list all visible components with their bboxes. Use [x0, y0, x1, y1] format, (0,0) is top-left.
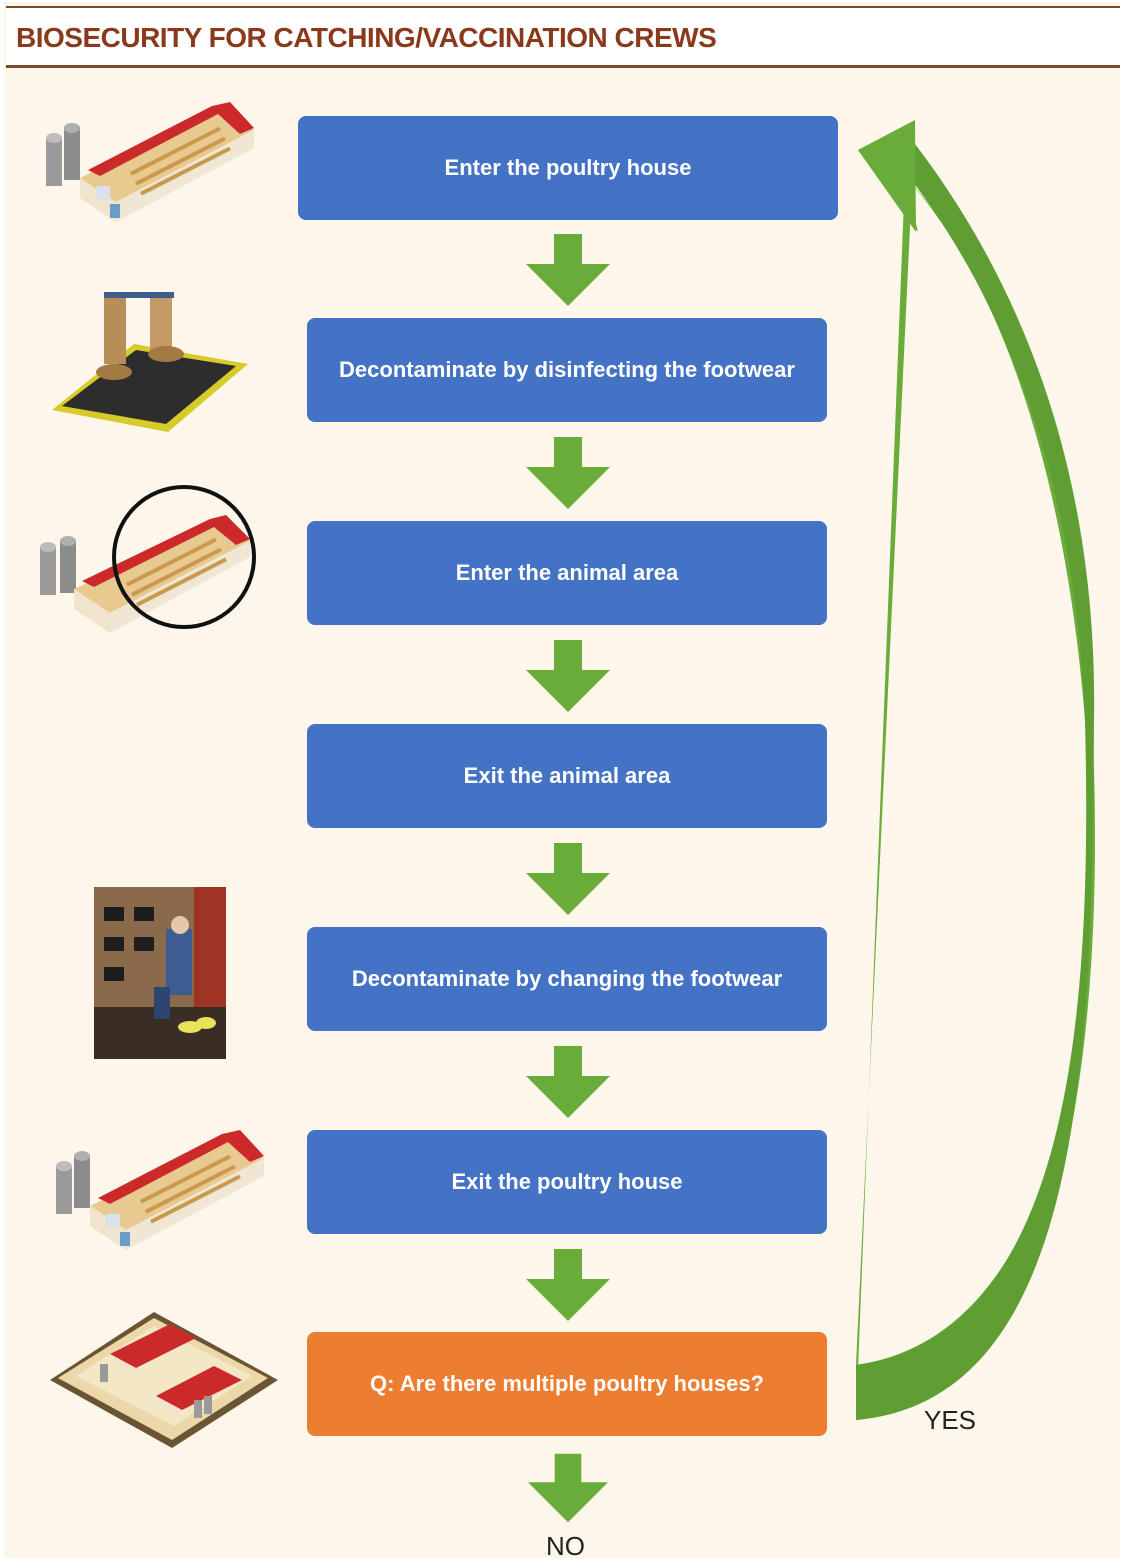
down-arrow-icon	[526, 1249, 610, 1321]
down-arrow-icon	[526, 437, 610, 509]
page-title: BIOSECURITY FOR CATCHING/VACCINATION CRE…	[16, 22, 717, 53]
step-enter-animal-area: Enter the animal area	[307, 521, 827, 625]
question-multiple-houses: Q: Are there multiple poultry houses?	[307, 1332, 827, 1436]
step-exit-poultry-house: Exit the poultry house	[307, 1130, 827, 1234]
step-change-footwear: Decontaminate by changing the footwear	[307, 927, 827, 1031]
step-disinfect-footwear: Decontaminate by disinfecting the footwe…	[307, 318, 827, 422]
down-arrow-icon	[526, 234, 610, 306]
footbath-icon	[52, 292, 248, 432]
header-bar: BIOSECURITY FOR CATCHING/VACCINATION CRE…	[6, 6, 1120, 68]
no-label: NO	[546, 1531, 585, 1561]
animal-area-icon	[40, 485, 256, 633]
down-arrow-icon	[526, 843, 610, 915]
yes-label: YES	[924, 1405, 977, 1435]
step-enter-poultry-house: Enter the poultry house	[298, 116, 838, 220]
poultry-house-icon	[46, 102, 254, 222]
no-arrow-icon	[528, 1453, 608, 1523]
farm-layout-icon	[50, 1312, 278, 1448]
down-arrow-icon	[526, 640, 610, 712]
boot-change-photo	[94, 887, 226, 1059]
step-exit-animal-area: Exit the animal area	[307, 724, 827, 828]
down-arrow-icon	[526, 1046, 610, 1118]
poultry-house-icon	[56, 1130, 264, 1250]
